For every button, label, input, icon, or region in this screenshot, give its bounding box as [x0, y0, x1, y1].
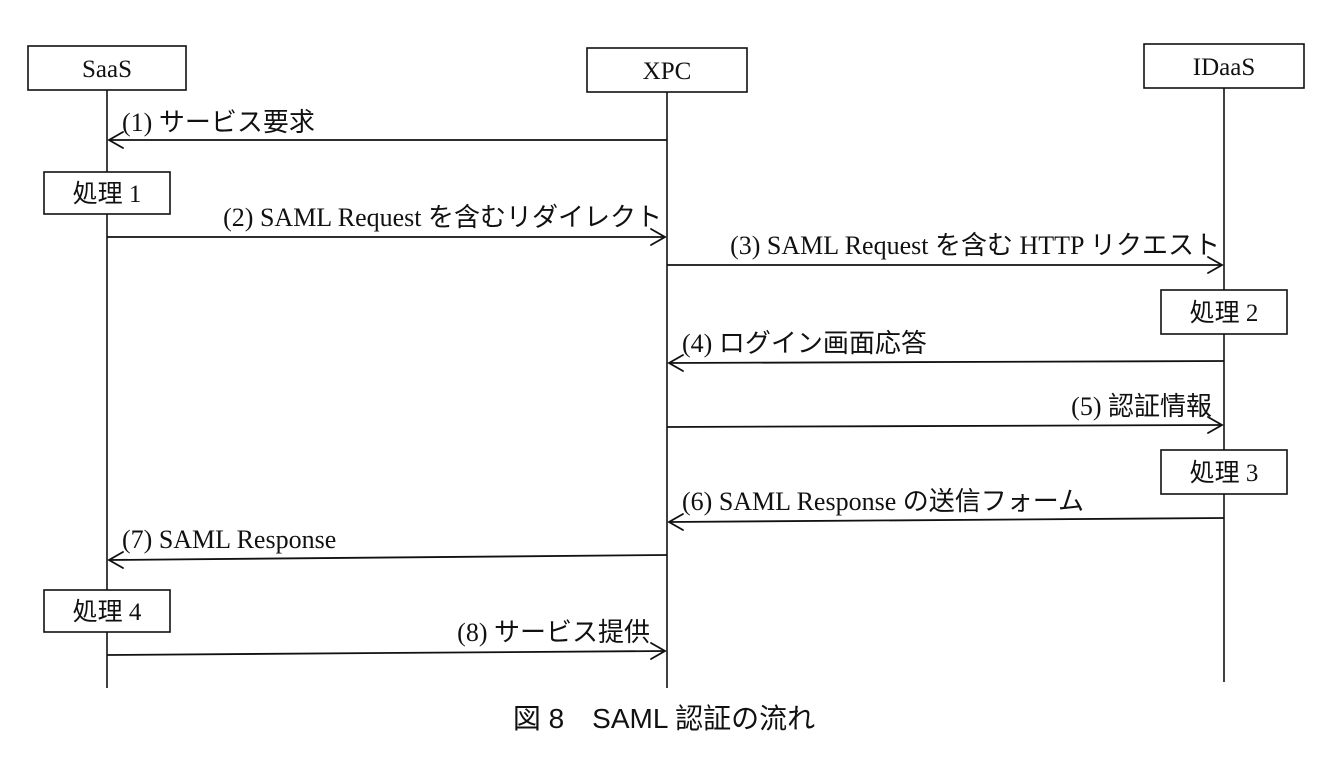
process-1-label: 処理 1: [73, 180, 142, 208]
message-1: (1) サービス要求: [107, 108, 667, 149]
process-4-label: 処理 4: [73, 598, 142, 626]
arrowhead-left-icon: [107, 131, 124, 149]
message-7: (7) SAML Response: [107, 525, 668, 569]
process-2-label: 処理 2: [1190, 299, 1259, 327]
arrowhead-left-icon: [667, 513, 684, 531]
participant-xpc-label: XPC: [643, 58, 692, 85]
process-box-4: 処理 4: [43, 589, 171, 633]
arrowhead-right-icon: [1207, 256, 1224, 274]
message-4-label: (4) ログイン画面応答: [682, 329, 927, 358]
message-1-label: (1) サービス要求: [122, 108, 315, 137]
arrowhead-left-icon: [107, 551, 124, 569]
process-box-3: 処理 3: [1160, 449, 1288, 495]
message-5: (5) 認証情報: [666, 392, 1224, 434]
participant-idaas: IDaaS: [1143, 43, 1305, 89]
message-2: (2) SAML Request を含むリダイレクト: [107, 203, 667, 246]
message-2-label: (2) SAML Request を含むリダイレクト: [223, 203, 662, 232]
message-8-label: (8) サービス提供: [457, 618, 650, 647]
participant-xpc: XPC: [586, 47, 748, 93]
process-box-2: 処理 2: [1160, 289, 1288, 335]
arrowhead-right-icon: [650, 228, 667, 246]
message-6-label: (6) SAML Response の送信フォーム: [682, 487, 1084, 516]
message-4: (4) ログイン画面応答: [667, 329, 1225, 372]
arrowhead-right-icon: [1207, 416, 1224, 434]
message-3-label: (3) SAML Request を含む HTTP リクエスト: [730, 231, 1220, 260]
message-6: (6) SAML Response の送信フォーム: [667, 487, 1225, 531]
process-3-label: 処理 3: [1190, 459, 1259, 487]
participant-saas: SaaS: [27, 45, 187, 91]
message-7-label: (7) SAML Response: [122, 525, 336, 554]
participant-idaas-label: IDaaS: [1193, 54, 1255, 81]
participant-saas-label: SaaS: [82, 56, 132, 83]
figure-caption: 図 8 SAML 認証の流れ: [513, 703, 815, 734]
message-3: (3) SAML Request を含む HTTP リクエスト: [667, 231, 1224, 274]
arrowhead-left-icon: [667, 354, 684, 372]
message-5-label: (5) 認証情報: [1071, 392, 1212, 421]
message-8: (8) サービス提供: [106, 618, 667, 660]
process-box-1: 処理 1: [43, 171, 171, 215]
arrowhead-right-icon: [650, 642, 667, 660]
